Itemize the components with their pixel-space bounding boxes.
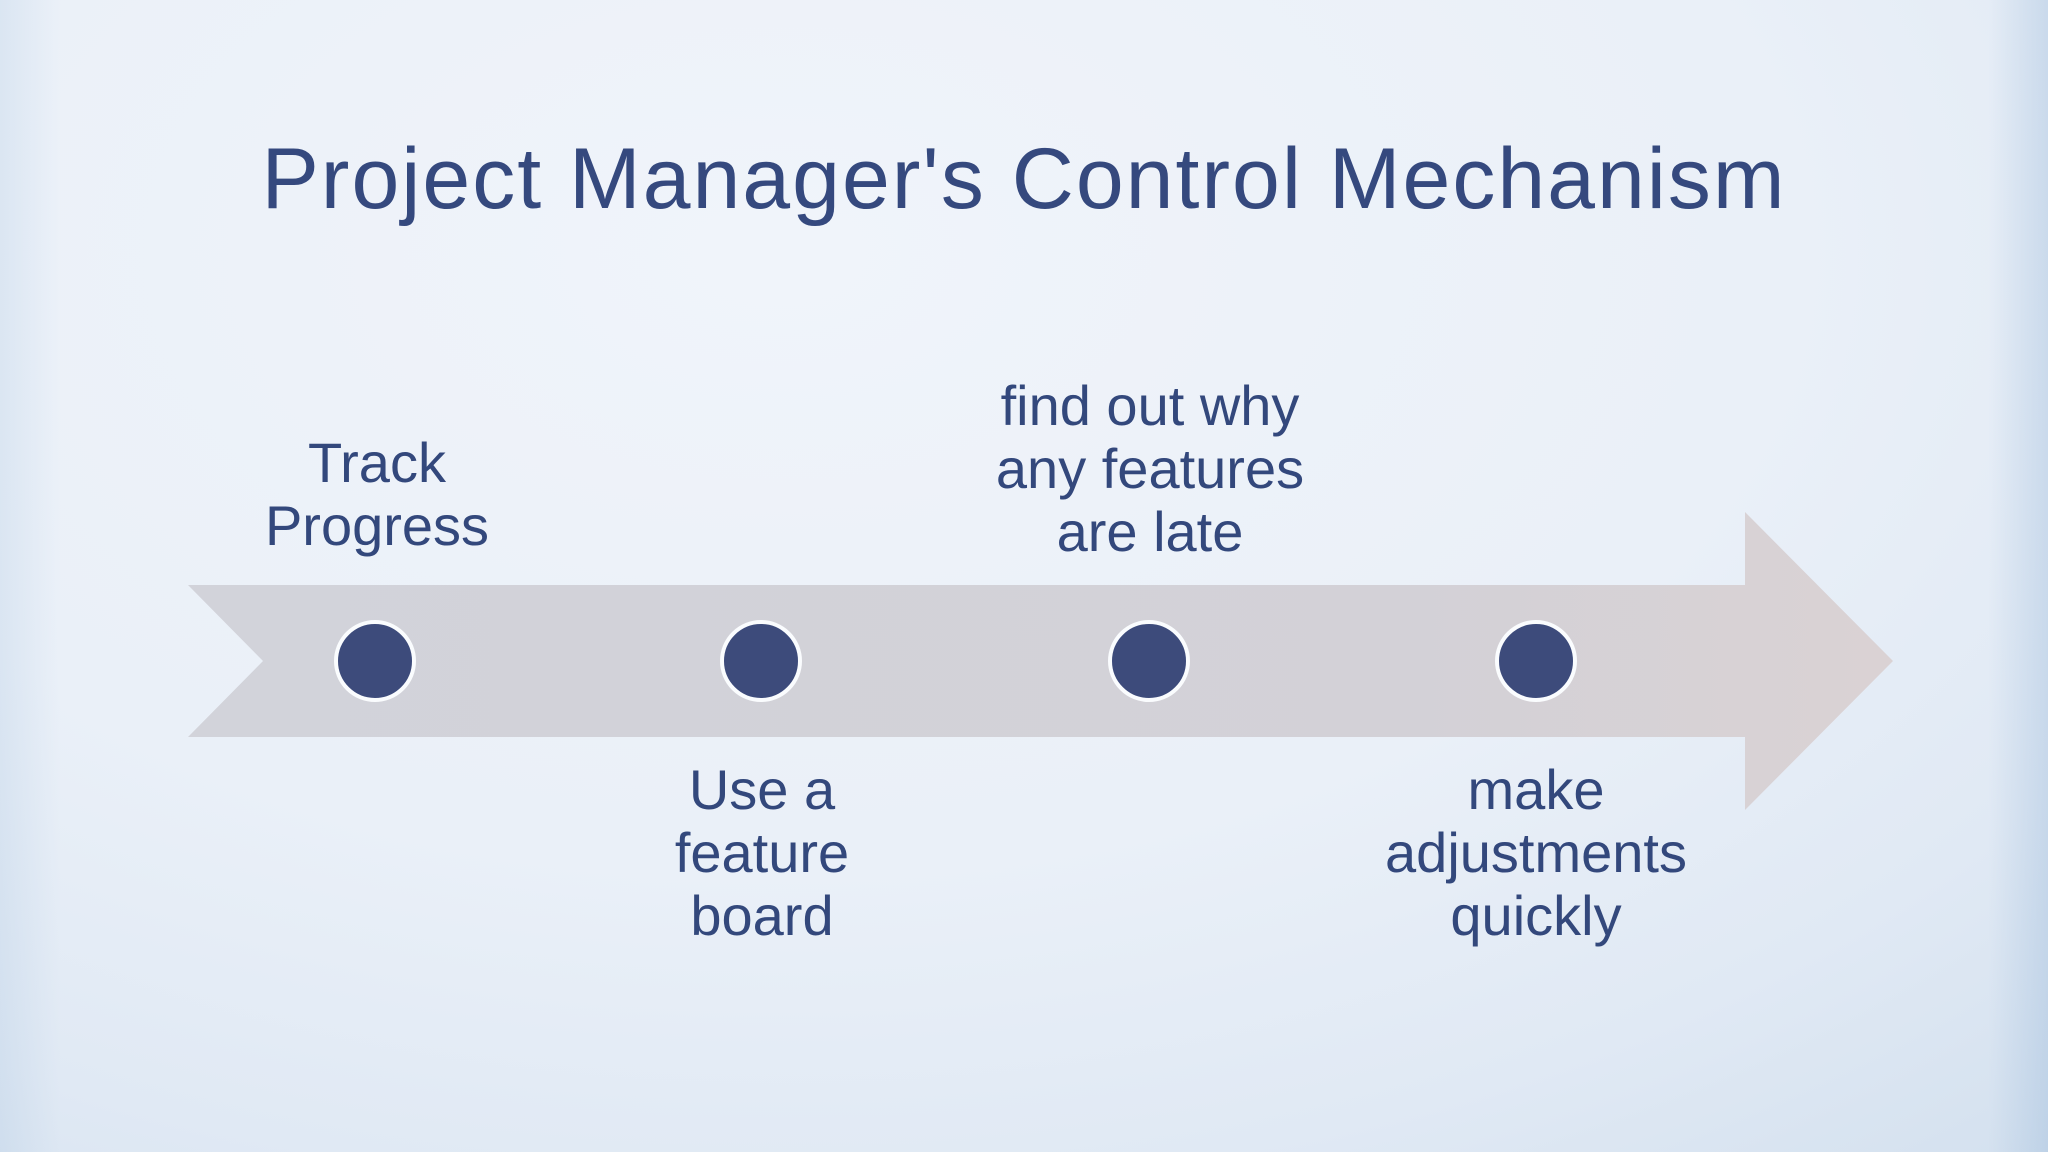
- slide-title: Project Manager's Control Mechanism: [261, 131, 1787, 227]
- timeline-arrow-shape: [188, 512, 1893, 810]
- timeline-dot-4: [1495, 620, 1577, 702]
- step-label-track-progress: Track Progress: [264, 431, 490, 557]
- step-label-use-a-feature-board: Use a feature board: [674, 758, 850, 947]
- timeline-dot-2: [720, 620, 802, 702]
- timeline-dot-1: [334, 620, 416, 702]
- timeline-dot-3: [1108, 620, 1190, 702]
- step-label-make-adjustments-quickly: make adjustments quickly: [1385, 758, 1687, 947]
- step-label-find-out-why-features-late: find out why any features are late: [995, 374, 1305, 563]
